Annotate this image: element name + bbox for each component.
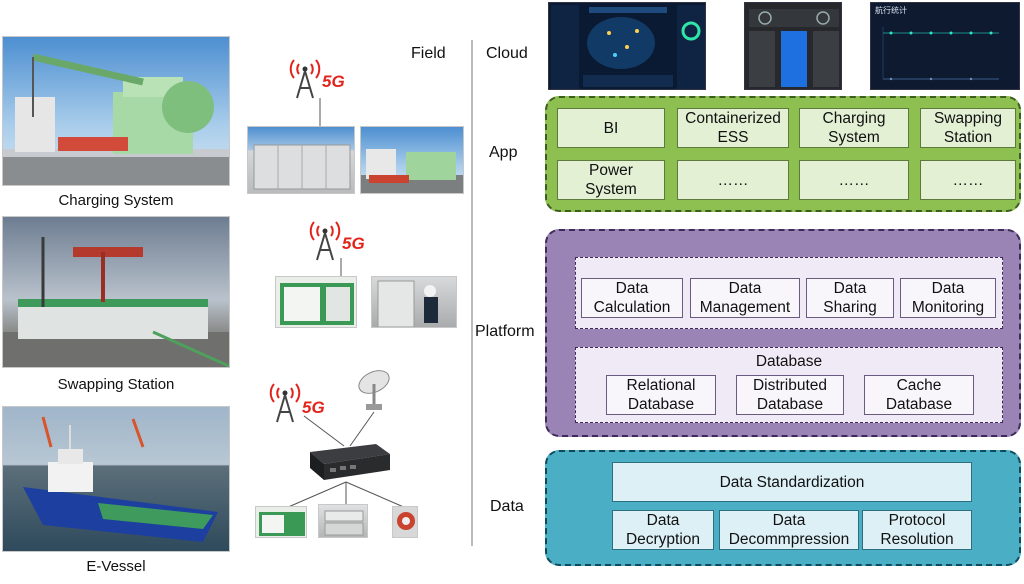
app-cell-label: …… (838, 171, 870, 189)
device-panel-illustration (745, 3, 841, 89)
voyage-stats-screenshot: 航行统计 (870, 2, 1020, 90)
charging-ship-photo (360, 126, 464, 194)
satellite-dish-icon (358, 370, 390, 410)
database-title: Database (755, 353, 823, 370)
swapping-station-caption: Swapping Station (57, 376, 175, 393)
data-cell-label: Data Decryption (625, 512, 701, 548)
database-distributed: Distributed Database (736, 375, 844, 415)
service-data-calculation: Data Calculation (581, 278, 683, 318)
swapping-station-photo (2, 216, 230, 368)
tower-icon (289, 59, 321, 99)
platform-layer-label: Platform (475, 323, 535, 340)
mini-container-illustration (259, 512, 305, 536)
app-cell-label: Power System (585, 162, 637, 198)
fiveg-label: 5G (322, 72, 345, 91)
technician-photo (371, 276, 457, 328)
service-data-management: Data Management (690, 278, 800, 318)
device-photo-container (255, 506, 307, 538)
app-cell-more: …… (920, 160, 1016, 200)
service-label: Data Monitoring (911, 280, 985, 316)
map-dashboard-screenshot (548, 2, 706, 90)
app-cell-more: …… (677, 160, 789, 200)
device-photo-reel (392, 506, 418, 538)
fiveg-label: 5G (342, 234, 365, 253)
app-cell-containerized-ess: Containerized ESS (677, 108, 789, 148)
voyage-stats-title: 航行统计 (875, 6, 907, 15)
device-connectors (285, 481, 407, 509)
database-relational: Relational Database (606, 375, 716, 415)
data-cell-label: Data Decommpression (728, 512, 850, 548)
fiveg-label: 5G (302, 398, 325, 417)
device-panel-screenshot (744, 2, 842, 90)
service-label: Data Management (699, 280, 791, 316)
data-decryption: Data Decryption (612, 510, 714, 550)
tower-icon (309, 221, 341, 261)
container-illustration (253, 144, 351, 190)
service-data-monitoring: Data Monitoring (900, 278, 996, 318)
vertical-divider (471, 40, 473, 546)
e-vessel-photo (2, 406, 230, 552)
database-label: Cache Database (885, 377, 953, 413)
technician-illustration (377, 280, 438, 327)
ship-charging-illustration (361, 149, 463, 193)
app-cell-label: …… (952, 171, 984, 189)
data-standardization: Data Standardization (612, 462, 972, 502)
device-photo-interior (318, 504, 368, 538)
field-label: Field (411, 45, 446, 62)
app-cell-label: Swapping Station (933, 110, 1003, 146)
gateway-illustration (310, 444, 390, 480)
app-cell-label: …… (717, 171, 749, 189)
app-cell-label: BI (603, 119, 619, 137)
connector-line (340, 258, 342, 276)
charging-crane-illustration (3, 53, 229, 185)
app-cell-bi: BI (557, 108, 665, 148)
protocol-resolution: Protocol Resolution (862, 510, 972, 550)
charging-system-photo (2, 36, 230, 186)
app-layer-label: App (489, 144, 518, 161)
service-data-sharing: Data Sharing (806, 278, 894, 318)
ess-container-photo (247, 126, 355, 194)
app-cell-power-system: Power System (557, 160, 665, 200)
connector-line (319, 98, 321, 126)
database-label: Relational Database (626, 377, 696, 413)
service-label: Data Sharing (823, 280, 877, 316)
app-cell-label: Containerized ESS (685, 110, 781, 146)
green-container-illustration (280, 283, 354, 325)
interior-illustration (324, 510, 364, 536)
app-cell-swapping-station: Swapping Station (920, 108, 1016, 148)
data-cell-label: Protocol Resolution (880, 512, 954, 548)
e-vessel-illustration (23, 416, 218, 542)
edge-gateway-device (306, 440, 392, 484)
data-standardization-label: Data Standardization (719, 473, 865, 491)
voyage-stats-chart (882, 27, 999, 81)
cloud-label: Cloud (486, 45, 528, 62)
e-vessel-caption: E-Vessel (86, 558, 146, 575)
map-dashboard-illustration (549, 3, 705, 89)
app-cell-more: …… (799, 160, 909, 200)
app-cell-charging-system: Charging System (799, 108, 909, 148)
data-layer-label: Data (490, 498, 524, 515)
gateway-connectors (303, 411, 375, 447)
swap-container-photo (275, 276, 357, 328)
database-label: Distributed Database (752, 377, 828, 413)
service-label: Data Calculation (593, 280, 671, 316)
swapping-station-illustration (3, 237, 229, 367)
reel-illustration (397, 512, 415, 530)
tower-icon (269, 383, 301, 423)
data-decompression: Data Decommpression (719, 510, 859, 550)
app-cell-label: Charging System (822, 110, 886, 146)
database-cache: Cache Database (864, 375, 974, 415)
charging-system-caption: Charging System (58, 192, 174, 209)
